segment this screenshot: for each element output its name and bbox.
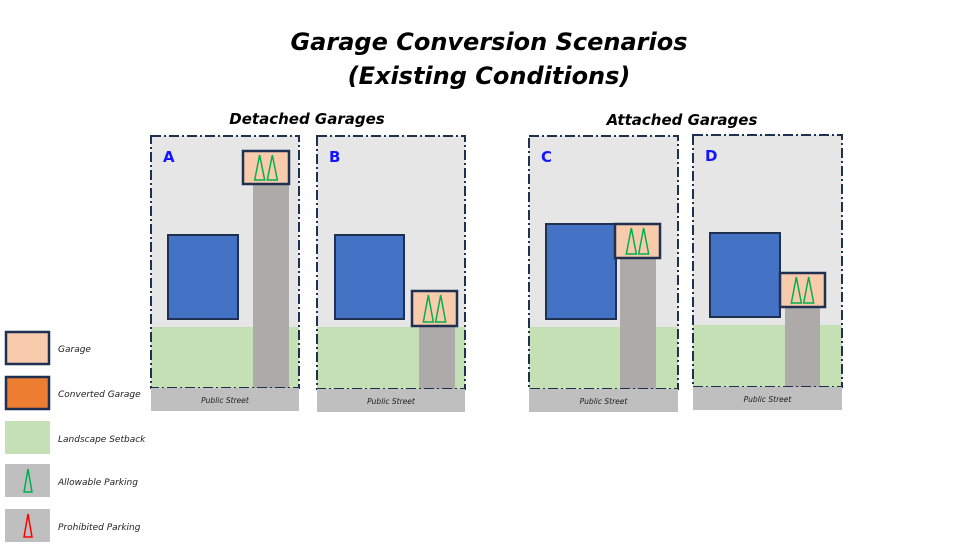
house <box>545 223 617 320</box>
allowable-parking-icon <box>23 468 33 493</box>
public-street-label: Public Street <box>201 396 250 405</box>
lot-label-c: C <box>541 148 552 166</box>
legend-label: Converted Garage <box>58 390 141 400</box>
legend-label: Allowable Parking <box>57 478 138 488</box>
legend-label: Landscape Setback <box>58 435 146 445</box>
public-street <box>693 387 842 410</box>
allowable-parking-icon <box>434 294 447 323</box>
garage <box>241 149 291 186</box>
legend-item: Converted Garage <box>4 375 141 411</box>
garage <box>410 289 459 328</box>
public-street <box>317 389 465 412</box>
lot-label-a: A <box>163 148 175 166</box>
driveway <box>785 307 820 387</box>
allowable-parking-icon <box>637 227 650 255</box>
garage <box>613 222 662 260</box>
public-street <box>151 388 299 411</box>
allowable-parking-icon <box>422 294 435 323</box>
garage <box>778 271 827 309</box>
garage-swatch <box>4 330 51 366</box>
title-line-1: Garage Conversion Scenarios <box>290 28 687 56</box>
lot-a: Public Street A <box>150 135 300 411</box>
house <box>709 232 781 318</box>
allowable-parking-icon <box>790 276 803 304</box>
lot-label-b: B <box>329 148 340 166</box>
public-street-label: Public Street <box>744 395 793 404</box>
legend-label: Prohibited Parking <box>58 523 141 533</box>
lot-d: Public Street D <box>692 134 843 410</box>
allowable-parking-icon <box>253 154 266 181</box>
legend-item: Prohibited Parking <box>5 509 141 542</box>
lot-c: Public Street C <box>528 135 679 412</box>
detached-garages-heading: Detached Garages <box>229 110 384 128</box>
attached-garages-heading: Attached Garages <box>606 111 758 129</box>
public-street <box>529 389 678 412</box>
legend-label: Garage <box>58 345 91 355</box>
prohibited-parking-icon <box>23 513 33 538</box>
public-street-label: Public Street <box>580 397 629 406</box>
landscape-swatch <box>5 421 50 454</box>
driveway <box>253 184 289 388</box>
driveway <box>419 326 455 389</box>
driveway <box>620 258 656 389</box>
lot-label-d: D <box>705 147 717 165</box>
converted-garage-swatch <box>4 375 51 411</box>
lot-b: Public Street B <box>316 135 466 412</box>
legend-item: Garage <box>4 330 91 366</box>
legend-item: Landscape Setback <box>5 421 146 454</box>
allowable-parking-icon <box>625 227 638 255</box>
legend-item: Allowable Parking <box>5 464 138 497</box>
house <box>167 234 239 320</box>
public-street-label: Public Street <box>367 397 416 406</box>
title-line-2: (Existing Conditions) <box>348 62 631 90</box>
allowable-parking-icon <box>802 276 815 304</box>
allowable-parking-icon <box>266 154 279 181</box>
house <box>334 234 405 320</box>
